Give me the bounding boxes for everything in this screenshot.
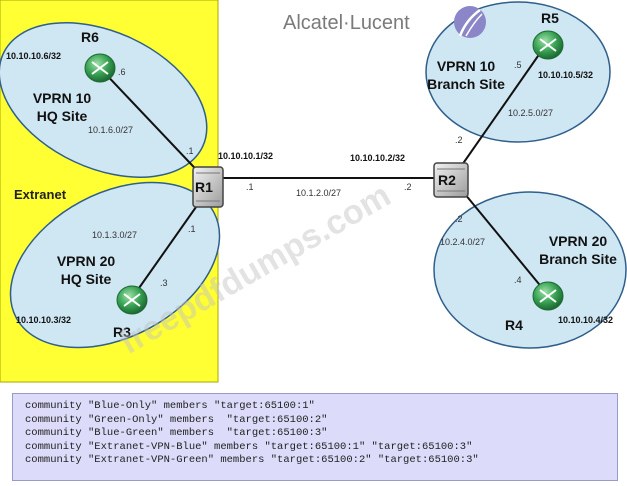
router-r5-label: R5 — [541, 10, 559, 26]
r5-iface-addr: .5 — [514, 60, 522, 70]
router-cross-icon — [91, 61, 109, 75]
link-r1-r3-r1-end: .1 — [188, 224, 196, 234]
link-r1-r2-subnet: 10.1.2.0/27 — [296, 188, 341, 198]
r2-system-ip: 10.10.10.2/32 — [350, 153, 405, 163]
link-r1-r2-r2-end: .2 — [404, 182, 412, 192]
r3-system-ip: 10.10.10.3/32 — [16, 315, 71, 325]
link-r2-r5-r2-end: .2 — [455, 135, 463, 145]
r4-system-ip: 10.10.10.4/32 — [558, 315, 613, 325]
link-r1-r2-r1-end: .1 — [246, 182, 254, 192]
router-r4 — [532, 281, 564, 311]
site-vprn10-hq — [0, 22, 208, 178]
r6-system-ip: 10.10.10.6/32 — [6, 51, 61, 61]
extranet-label: Extranet — [14, 187, 67, 202]
brand-name: Alcatel·Lucent — [283, 12, 410, 34]
config-line: community "Green-Only" members "target:6… — [25, 413, 328, 426]
router-r1-label: R1 — [195, 179, 213, 195]
router-r2 — [433, 162, 469, 198]
alcatel-lucent-logo-icon — [454, 6, 486, 38]
router-r4-label: R4 — [505, 317, 523, 333]
router-cross-icon — [539, 289, 557, 303]
link-r2-r4-subnet: 10.2.4.0/27 — [440, 237, 485, 247]
link-r2-r4 — [454, 181, 549, 296]
r3-iface-addr: .3 — [160, 278, 168, 288]
config-line: community "Extranet-VPN-Blue" members "t… — [25, 440, 473, 453]
r4-iface-addr: .4 — [514, 275, 522, 285]
router-r1 — [192, 166, 224, 208]
router-cross-icon — [123, 293, 141, 307]
link-r2-r4-r2-end: .2 — [455, 214, 463, 224]
config-line: community "Blue-Green" members "target:6… — [25, 427, 328, 439]
router-cross-icon — [539, 38, 557, 52]
link-r2-r5 — [454, 45, 546, 176]
config-box: community "Blue-Only" members "target:65… — [12, 393, 618, 481]
link-r2-r5-subnet: 10.2.5.0/27 — [508, 108, 553, 118]
link-r1-r6-subnet: 10.1.6.0/27 — [88, 125, 133, 135]
site-br20-name: VPRN 20 — [549, 233, 608, 249]
config-line: community "Blue-Only" members "target:65… — [25, 400, 315, 412]
router-r6-label: R6 — [81, 29, 99, 45]
site-br10-type: Branch Site — [427, 76, 505, 92]
router-r6 — [84, 53, 116, 83]
router-r2-label: R2 — [438, 172, 456, 188]
site-vprn20-hq — [9, 181, 221, 349]
site-hq20-type: HQ Site — [61, 271, 112, 287]
site-vprn20-branch — [433, 191, 627, 349]
r6-iface-addr: .6 — [118, 67, 126, 77]
link-r1-r6 — [99, 67, 209, 183]
router-r5 — [532, 30, 564, 60]
link-r1-r6-r1-end: .1 — [186, 146, 194, 156]
link-r1-r3 — [131, 189, 209, 299]
router-r3 — [116, 285, 148, 315]
site-br20-type: Branch Site — [539, 251, 617, 267]
link-r1-r3-subnet: 10.1.3.0/27 — [92, 230, 137, 240]
site-br10-name: VPRN 10 — [437, 58, 496, 74]
site-hq20-name: VPRN 20 — [57, 253, 116, 269]
site-hq10-name: VPRN 10 — [33, 90, 92, 106]
r5-system-ip: 10.10.10.5/32 — [538, 70, 593, 80]
router-r3-label: R3 — [113, 324, 131, 340]
site-hq10-type: HQ Site — [37, 108, 88, 124]
r1-system-ip: 10.10.10.1/32 — [218, 151, 273, 161]
config-line: community "Extranet-VPN-Green" members "… — [25, 454, 479, 466]
